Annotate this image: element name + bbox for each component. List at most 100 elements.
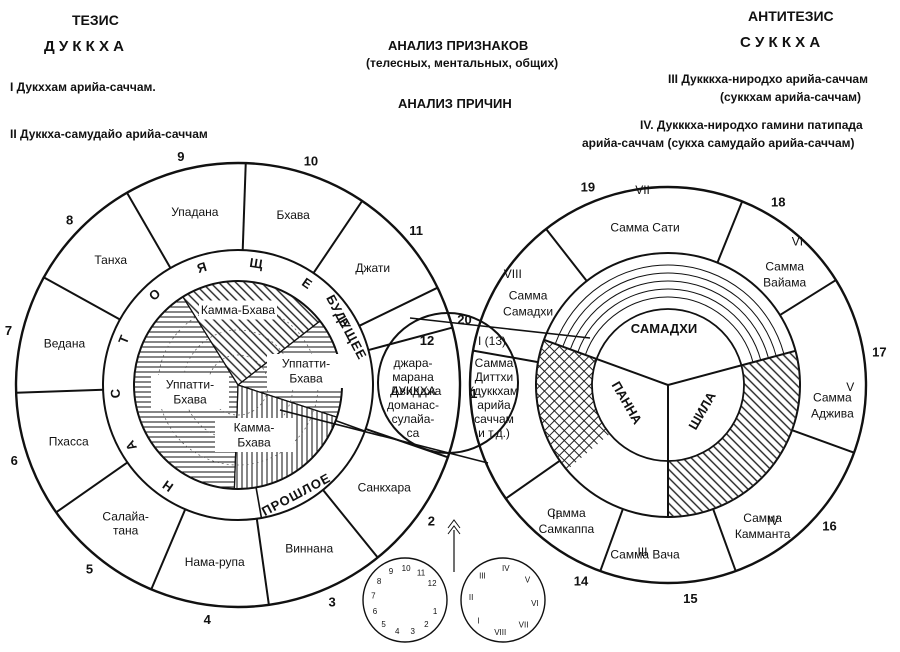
right-segment-label-line: Самма [547, 506, 586, 520]
right-segment-roman: IV [767, 514, 778, 528]
mini-right-number: VII [519, 621, 529, 630]
left-segment-label-line: Упадана [171, 205, 219, 219]
ring-present-letter: Т [115, 332, 132, 346]
dukkha-title: Д У К К Х А [44, 38, 125, 55]
overlap-label-line: и т.д.) [478, 426, 510, 440]
left-segment-label: Нама-рупа [185, 555, 245, 569]
mini-left-number: 3 [411, 627, 416, 636]
right-segment-label-line: Самма [509, 289, 548, 303]
ring-divider [255, 487, 263, 519]
right-segment-label-line: Вайама [763, 275, 806, 289]
right-segment-roman: V [846, 380, 854, 394]
inner-label-right-bg [267, 354, 345, 388]
right-segment-label-line: Самма [765, 259, 804, 273]
inner-label-top-bg [199, 300, 277, 320]
mini-left-number: 1 [433, 607, 438, 616]
mini-left-number: 11 [417, 568, 426, 577]
left-segment-label: Танха [94, 253, 127, 267]
samadhi-ring [554, 264, 785, 355]
left-spoke [241, 163, 247, 251]
overlap-label-line: (дуккхам [470, 384, 518, 398]
left-outer-circle [14, 161, 462, 609]
right-spoke [472, 349, 539, 364]
left-segment-number: 2 [428, 513, 435, 528]
right-segment-label: Самма Вача [610, 547, 680, 561]
right-segment-roman: II [552, 508, 559, 522]
inner-label-bottom-bg [215, 418, 293, 452]
middle-label-line: джара- [393, 356, 432, 370]
right-outer-circle [468, 185, 868, 585]
inner-label-left-line: Бхава [173, 393, 207, 407]
left-spoke [255, 518, 270, 605]
left-segment-label-line: Ведана [44, 336, 86, 350]
inner-label-right: Уппатти-Бхава [282, 357, 330, 386]
inner-label-bottom: Камма-Бхава [234, 421, 275, 450]
left-segment-label: Авидджа [391, 384, 441, 398]
mini-left-number: 6 [373, 607, 378, 616]
inner-label-left: Уппатти-Бхава [166, 378, 214, 407]
right-spoke [791, 429, 855, 454]
overlap-label-line: арийа [477, 398, 511, 412]
left-segment-number: 1 [470, 386, 477, 401]
ring-present-letter: А [122, 437, 140, 453]
right-spoke [505, 459, 561, 500]
left-spoke [43, 276, 121, 321]
right-segment-label-line: Самма Сати [610, 221, 679, 235]
left-segment-number: 5 [86, 561, 93, 576]
left-segment-label-line: тана [113, 524, 139, 538]
inner-label-bottom-line: Камма- [234, 421, 275, 435]
mini-left-number: 2 [424, 620, 429, 629]
sukkha-title: С У К К Х А [740, 34, 821, 51]
analysis-signs-sub: (телесных, ментальных, общих) [366, 56, 559, 70]
right-segment-roman: VIII [504, 267, 522, 281]
left-segment-label: Джати [355, 261, 390, 275]
left-spoke [150, 508, 187, 590]
inner-label-left-line: Уппатти- [166, 378, 214, 392]
analysis-causes: АНАЛИЗ ПРИЧИН [398, 96, 512, 111]
right-segment-number: 14 [574, 573, 589, 588]
samadhi-ring [569, 280, 769, 359]
left-spoke [16, 388, 104, 394]
middle-label-line: са [407, 426, 420, 440]
antithesis-title: АНТИТЕЗИС [748, 8, 834, 24]
left-segment-number: 7 [5, 323, 12, 338]
ring-divider [335, 419, 366, 432]
left-segment-number: 3 [328, 594, 335, 609]
overlap-label-line: Диттхи [475, 370, 514, 384]
right-segment-label-line: Самма [813, 390, 852, 404]
left-segment-number: 10 [304, 154, 318, 169]
right-segment-roman: III [638, 545, 648, 559]
inner-label-right-line: Бхава [289, 372, 323, 386]
right-segment-label-line: Самкаппа [539, 522, 595, 536]
left-segment-label-line: Нама-рупа [185, 555, 245, 569]
right-segment-number: 17 [872, 345, 886, 360]
truth-2: II Дуккха-самудайо арийа-саччам [10, 127, 208, 141]
mini-left-number: 8 [377, 577, 382, 586]
left-segment-label-line: Виннана [285, 542, 333, 556]
left-spoke [322, 489, 379, 559]
left-segment-label: Салайа-тана [102, 510, 149, 538]
ring-present-letter: Н [159, 477, 176, 495]
overlap-number: I (13) [478, 334, 506, 348]
truth-3: III Дукккха-ниродхо арийа-саччам [668, 72, 868, 86]
mini-left-number: 10 [402, 564, 411, 573]
right-segment-label-line: Самадхи [503, 305, 553, 319]
truth-1: I Дукххам арийа-саччам. [10, 80, 156, 94]
right-segment-number: 15 [683, 591, 697, 606]
right-segment-number: 16 [822, 518, 836, 533]
right-spoke [599, 508, 624, 572]
analysis-signs: АНАЛИЗ ПРИЗНАКОВ [388, 38, 529, 53]
left-spoke [368, 326, 453, 352]
overlap-label-line: Самма [475, 356, 514, 370]
left-segment-label-line: Джати [355, 261, 390, 275]
ring-present-letter: Е [299, 275, 315, 293]
left-segment-number: 11 [409, 223, 423, 238]
middle-number: 12 [420, 333, 434, 348]
right-inner-divider [543, 338, 669, 386]
inner-label-right-line: Уппатти- [282, 357, 330, 371]
right-segment-label-line: Адживa [811, 406, 854, 420]
